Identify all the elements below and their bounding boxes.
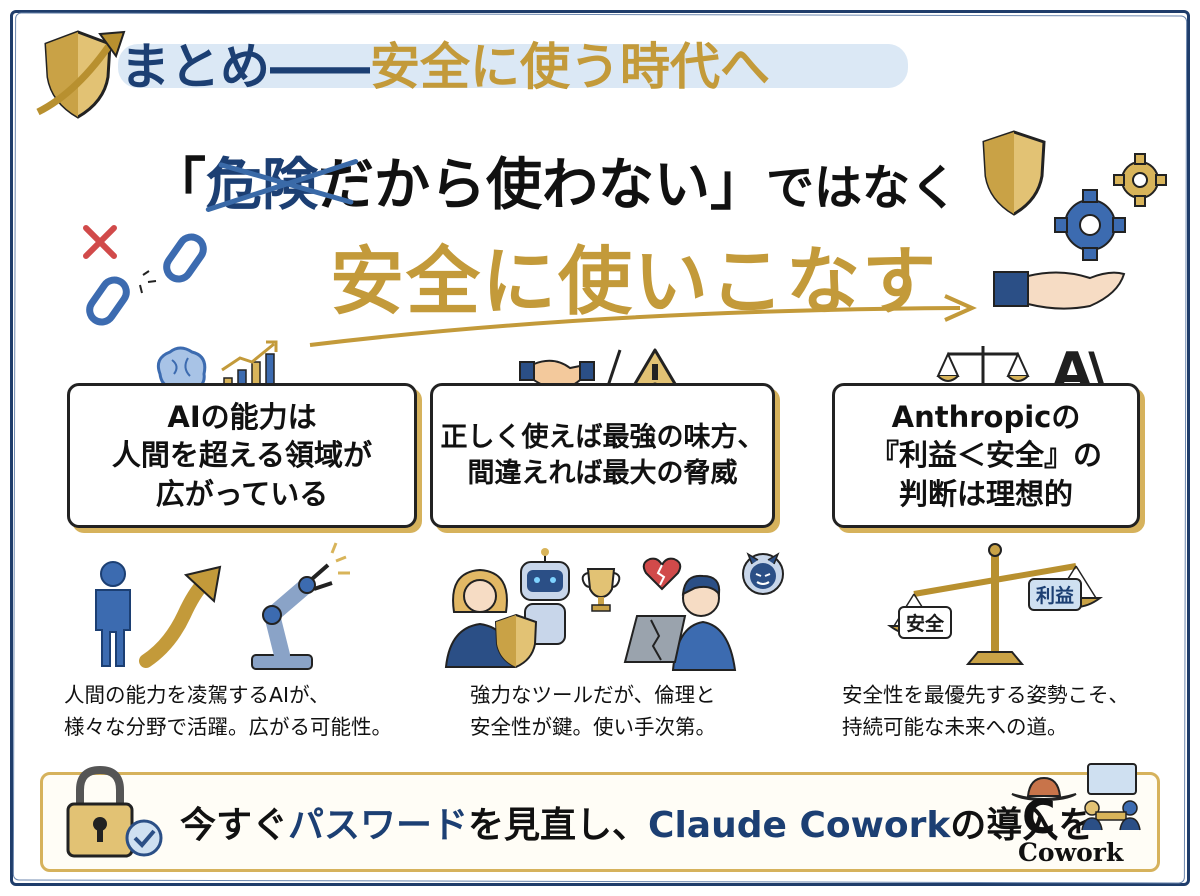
headline-suffix: ではなく	[766, 160, 959, 216]
card-anthropic-judgment: Anthropicの 『利益＜安全』の 判断は理想的	[832, 383, 1140, 528]
caption2-line1: 強力なツールだが、倫理と	[470, 683, 716, 707]
card3-line3: 判断は理想的	[898, 476, 1073, 511]
cta-claude-cowork: Claude Cowork	[648, 805, 951, 846]
cta-adoption: 導入	[986, 805, 1059, 846]
card1-line3: 広がっている	[155, 476, 329, 511]
open-quote: 「	[150, 153, 206, 218]
cowork-label: Cowork	[1018, 838, 1124, 867]
headline-rest: だから使わない	[318, 153, 710, 218]
caption-3: 安全性を最優先する姿勢こそ、 持続可能な未来への道。	[842, 680, 1129, 744]
title-part1: まとめ――	[120, 38, 370, 96]
close-quote: 」	[710, 153, 766, 218]
caption3-line2: 持続可能な未来への道。	[842, 714, 1068, 739]
card-ai-capability: AIの能力は 人間を超える領域が 広がっている	[67, 383, 417, 528]
team-meeting-icon	[1081, 763, 1141, 831]
up-arrow-icon	[139, 565, 222, 668]
title-highlight	[118, 44, 908, 88]
shield-small-icon	[494, 613, 538, 669]
broken-heart-icon	[642, 557, 682, 591]
caption-2: 強力なツールだが、倫理と 安全性が鍵。使い手次第。	[470, 680, 716, 744]
caption3-line1: 安全性を最優先する姿勢こそ、	[842, 683, 1129, 707]
shield-arrow-icon	[36, 30, 126, 119]
card-ally-threat: 正しく使えば最強の味方、 間違えれば最大の脅威	[430, 383, 775, 528]
bottom-banner	[40, 772, 1160, 872]
shield-icon	[982, 130, 1046, 216]
gear-icon	[1054, 153, 1167, 261]
card3-line2: 『利益＜安全』の	[869, 438, 1102, 473]
robot-icon	[520, 548, 570, 645]
caption1-line2: 様々な分野で活躍。広がる可能性。	[64, 714, 392, 739]
x-mark-icon	[83, 225, 117, 259]
card3-line1: Anthropicの	[891, 400, 1081, 435]
scale-label-profit: 利益	[1028, 578, 1083, 611]
caption-1: 人間の能力を凌駕するAIが、 様々な分野で活躍。広がる可能性。	[64, 680, 392, 744]
cta-password: パスワード	[288, 805, 469, 846]
underline-arrow-icon	[309, 294, 977, 347]
cta-mid: を見直し、	[468, 805, 649, 846]
caption2-line2: 安全性が鍵。使い手次第。	[470, 714, 716, 739]
open-hand-icon	[993, 271, 1126, 310]
trophy-icon	[581, 568, 621, 612]
headline-line1: 「危険だから使わない」ではなく	[150, 140, 958, 221]
person-icon	[95, 561, 131, 667]
cowork-c-letter: C	[1022, 790, 1056, 844]
page-title: まとめ――安全に使う時代へ	[120, 28, 770, 98]
call-to-action: 今すぐパスワードを見直し、Claude Coworkの導入を	[180, 796, 1094, 848]
card1-line2: 人間を超える領域が	[111, 438, 373, 473]
card1-line1: AIの能力は	[167, 400, 317, 435]
card2-line1: 正しく使えば最強の味方、	[440, 421, 765, 453]
outer-frame	[10, 10, 1190, 886]
cta-prefix: 今すぐ	[180, 805, 289, 846]
devil-icon	[742, 552, 784, 595]
card2-line2: 間違えれば最大の脅威	[467, 457, 738, 489]
robot-arm-icon	[251, 542, 350, 670]
cowboy-hat-icon	[1011, 776, 1077, 802]
check-badge-icon	[125, 819, 163, 857]
handshake-icon	[519, 359, 595, 390]
worried-man-icon	[623, 574, 737, 671]
cta-no: の	[950, 805, 987, 846]
title-part2: 安全に使う時代へ	[370, 38, 770, 96]
broken-chain-icon	[86, 233, 207, 326]
scale-label-safety: 安全	[898, 606, 953, 639]
caption1-line1: 人間の能力を凌駕するAIが、	[64, 683, 330, 707]
danger-word: 危険	[205, 153, 359, 218]
